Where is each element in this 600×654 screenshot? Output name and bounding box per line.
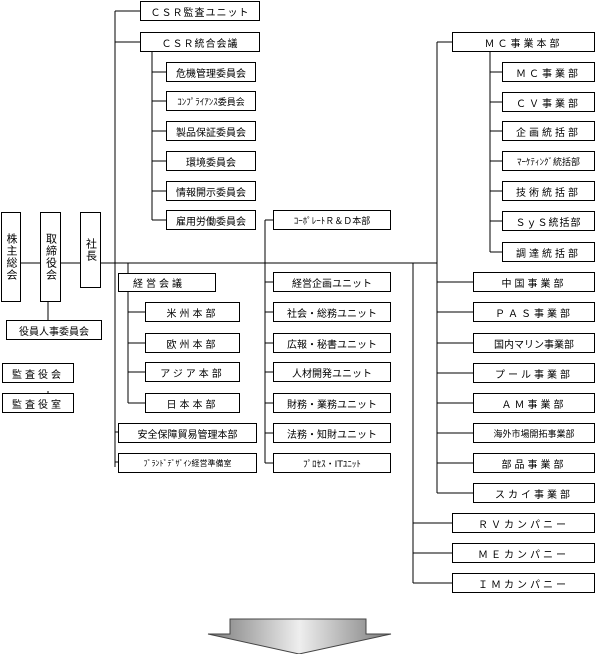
region-asia-box: アジア本部: [145, 362, 240, 382]
corporate-unit-2: 社会・総務ユニット: [273, 302, 391, 322]
business-division-2: ＰＡＳ事業部: [473, 302, 595, 322]
csr-committee-5: 情報開示委員会: [166, 181, 256, 201]
mc-division-1: ＭＣ事業部: [502, 62, 595, 82]
corporate-unit-7: ﾌﾟﾛｾｽ・ITﾕﾆｯﾄ: [273, 453, 391, 473]
business-division-5: ＡＭ事業部: [473, 393, 595, 413]
auditors-board-box: 監査役会: [2, 363, 74, 383]
brand-design-office-box: ﾌﾞﾗﾝﾄﾞﾃﾞｻﾞｲﾝ経営準備室: [118, 453, 257, 473]
management-council-box: 経営会議: [118, 273, 216, 292]
business-division-8: スカイ事業部: [473, 483, 595, 503]
csr-committee-6: 雇用労働委員会: [166, 210, 256, 230]
region-japan-box: 日本本部: [145, 393, 240, 413]
corporate-unit-3: 広報・秘書ユニット: [273, 333, 391, 353]
corporate-unit-4: 人材開発ユニット: [273, 362, 391, 382]
executive-personnel-committee-box: 役員人事委員会: [6, 320, 102, 340]
mc-division-7: 調達統括部: [502, 242, 595, 262]
mc-hq-box: ＭＣ事業本部: [452, 32, 595, 52]
corporate-unit-5: 財務・業務ユニット: [273, 393, 391, 413]
mc-division-6: ＳｙＳ統括部: [502, 211, 595, 231]
corporate-unit-1: 経営企画ユニット: [273, 272, 391, 292]
company-1: ＲＶカンパニー: [452, 513, 595, 533]
region-americas-box: 米州本部: [145, 302, 240, 322]
csr-committee-4: 環境委員会: [166, 151, 256, 171]
board-box: 取締役会: [40, 212, 61, 302]
corporate-rd-hq-box: ｺｰﾎﾟﾚｰﾄＲ＆Ｄ本部: [273, 210, 391, 230]
business-division-4: プール事業部: [473, 363, 595, 383]
mc-division-3: 企画統括部: [502, 121, 595, 141]
corporate-unit-6: 法務・知財ユニット: [273, 423, 391, 443]
company-2: ＭＥカンパニー: [452, 543, 595, 563]
csr-committee-2: ｺﾝﾌﾟﾗｲｱﾝｽ委員会: [166, 91, 256, 111]
business-division-1: 中国事業部: [473, 272, 595, 292]
mc-division-2: ＣＶ事業部: [502, 92, 595, 112]
security-trade-hq-box: 安全保障貿易管理本部: [118, 423, 257, 443]
mc-division-5: 技術統括部: [502, 181, 595, 201]
company-3: ＩＭカンパニー: [452, 573, 595, 593]
region-europe-box: 欧州本部: [145, 333, 240, 353]
business-division-6: 海外市場開拓事業部: [473, 423, 595, 443]
business-division-7: 部品事業部: [473, 453, 595, 473]
mc-division-4: ﾏｰｹﾃｨﾝｸﾞ統括部: [502, 151, 595, 171]
auditors-office-box: 監査役室: [2, 393, 74, 413]
csr-audit-unit-box: ＣＳＲ監査ユニット: [140, 1, 260, 21]
stakeholders-box: 株主総会: [1, 212, 21, 302]
business-division-3: 国内マリン事業部: [473, 333, 595, 353]
down-arrow-icon: [207, 618, 392, 654]
csr-council-box: ＣＳＲ統合会議: [140, 32, 260, 52]
csr-committee-3: 製品保証委員会: [166, 121, 256, 141]
csr-committee-1: 危機管理委員会: [166, 62, 256, 82]
president-box: 社長: [80, 212, 101, 288]
